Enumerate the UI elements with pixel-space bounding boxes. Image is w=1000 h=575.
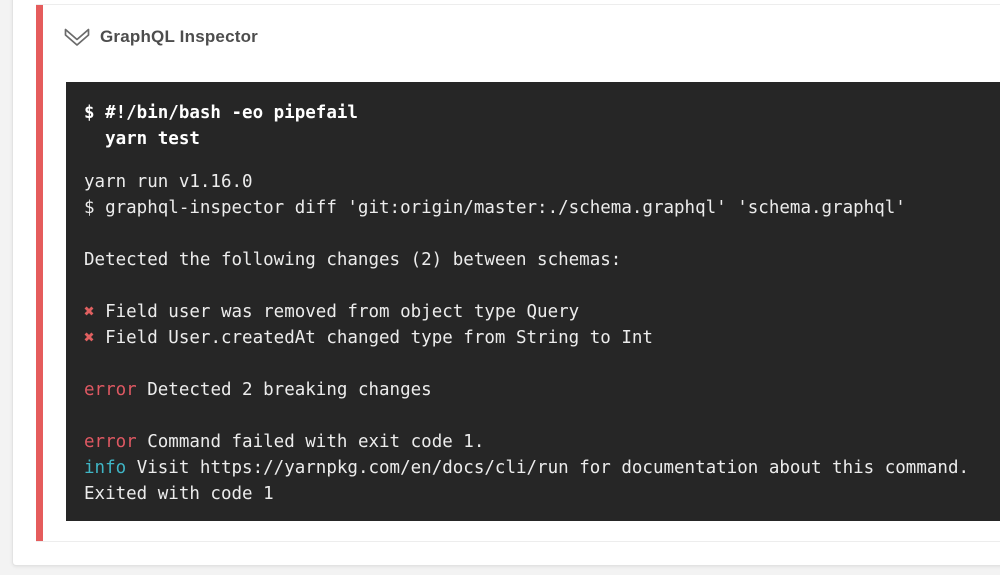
- build-step-card: GraphQL Inspector $ #!/bin/bash -eo pipe…: [12, 0, 1000, 566]
- terminal-line: error Detected 2 breaking changes: [84, 380, 432, 400]
- terminal-line: yarn test: [84, 129, 200, 149]
- terminal-line: ✖ Field User.createdAt changed type from…: [84, 328, 653, 348]
- step-title: GraphQL Inspector: [100, 27, 259, 46]
- info-label: info: [84, 458, 127, 478]
- terminal-blank-line: [84, 221, 1000, 247]
- breaking-change-x-icon: ✖: [84, 302, 95, 322]
- chevron-down-icon[interactable]: [62, 25, 92, 50]
- terminal-line: $ #!/bin/bash -eo pipefail: [84, 103, 358, 123]
- terminal-line: info Visit https://yarnpkg.com/en/docs/c…: [84, 458, 970, 478]
- terminal-line: yarn run v1.16.0: [84, 172, 253, 192]
- terminal-line: $ graphql-inspector diff 'git:origin/mas…: [84, 198, 906, 218]
- terminal-gap: [84, 152, 1000, 169]
- terminal-blank-line: [84, 273, 1000, 299]
- terminal-line: Detected the following changes (2) betwe…: [84, 250, 622, 270]
- error-label: error: [84, 380, 137, 400]
- terminal-line: ✖ Field user was removed from object typ…: [84, 302, 580, 322]
- terminal-line: error Command failed with exit code 1.: [84, 432, 485, 452]
- failed-status-bar: [36, 5, 43, 541]
- step-header[interactable]: GraphQL Inspector: [36, 5, 1000, 67]
- build-step-row: GraphQL Inspector $ #!/bin/bash -eo pipe…: [36, 4, 1000, 542]
- terminal-blank-line: [84, 351, 1000, 377]
- terminal-output: $ #!/bin/bash -eo pipefail yarn test yarn…: [66, 82, 1000, 521]
- error-label: error: [84, 432, 137, 452]
- terminal-line: Exited with code 1: [84, 484, 274, 504]
- breaking-change-x-icon: ✖: [84, 328, 95, 348]
- terminal-blank-line: [84, 403, 1000, 429]
